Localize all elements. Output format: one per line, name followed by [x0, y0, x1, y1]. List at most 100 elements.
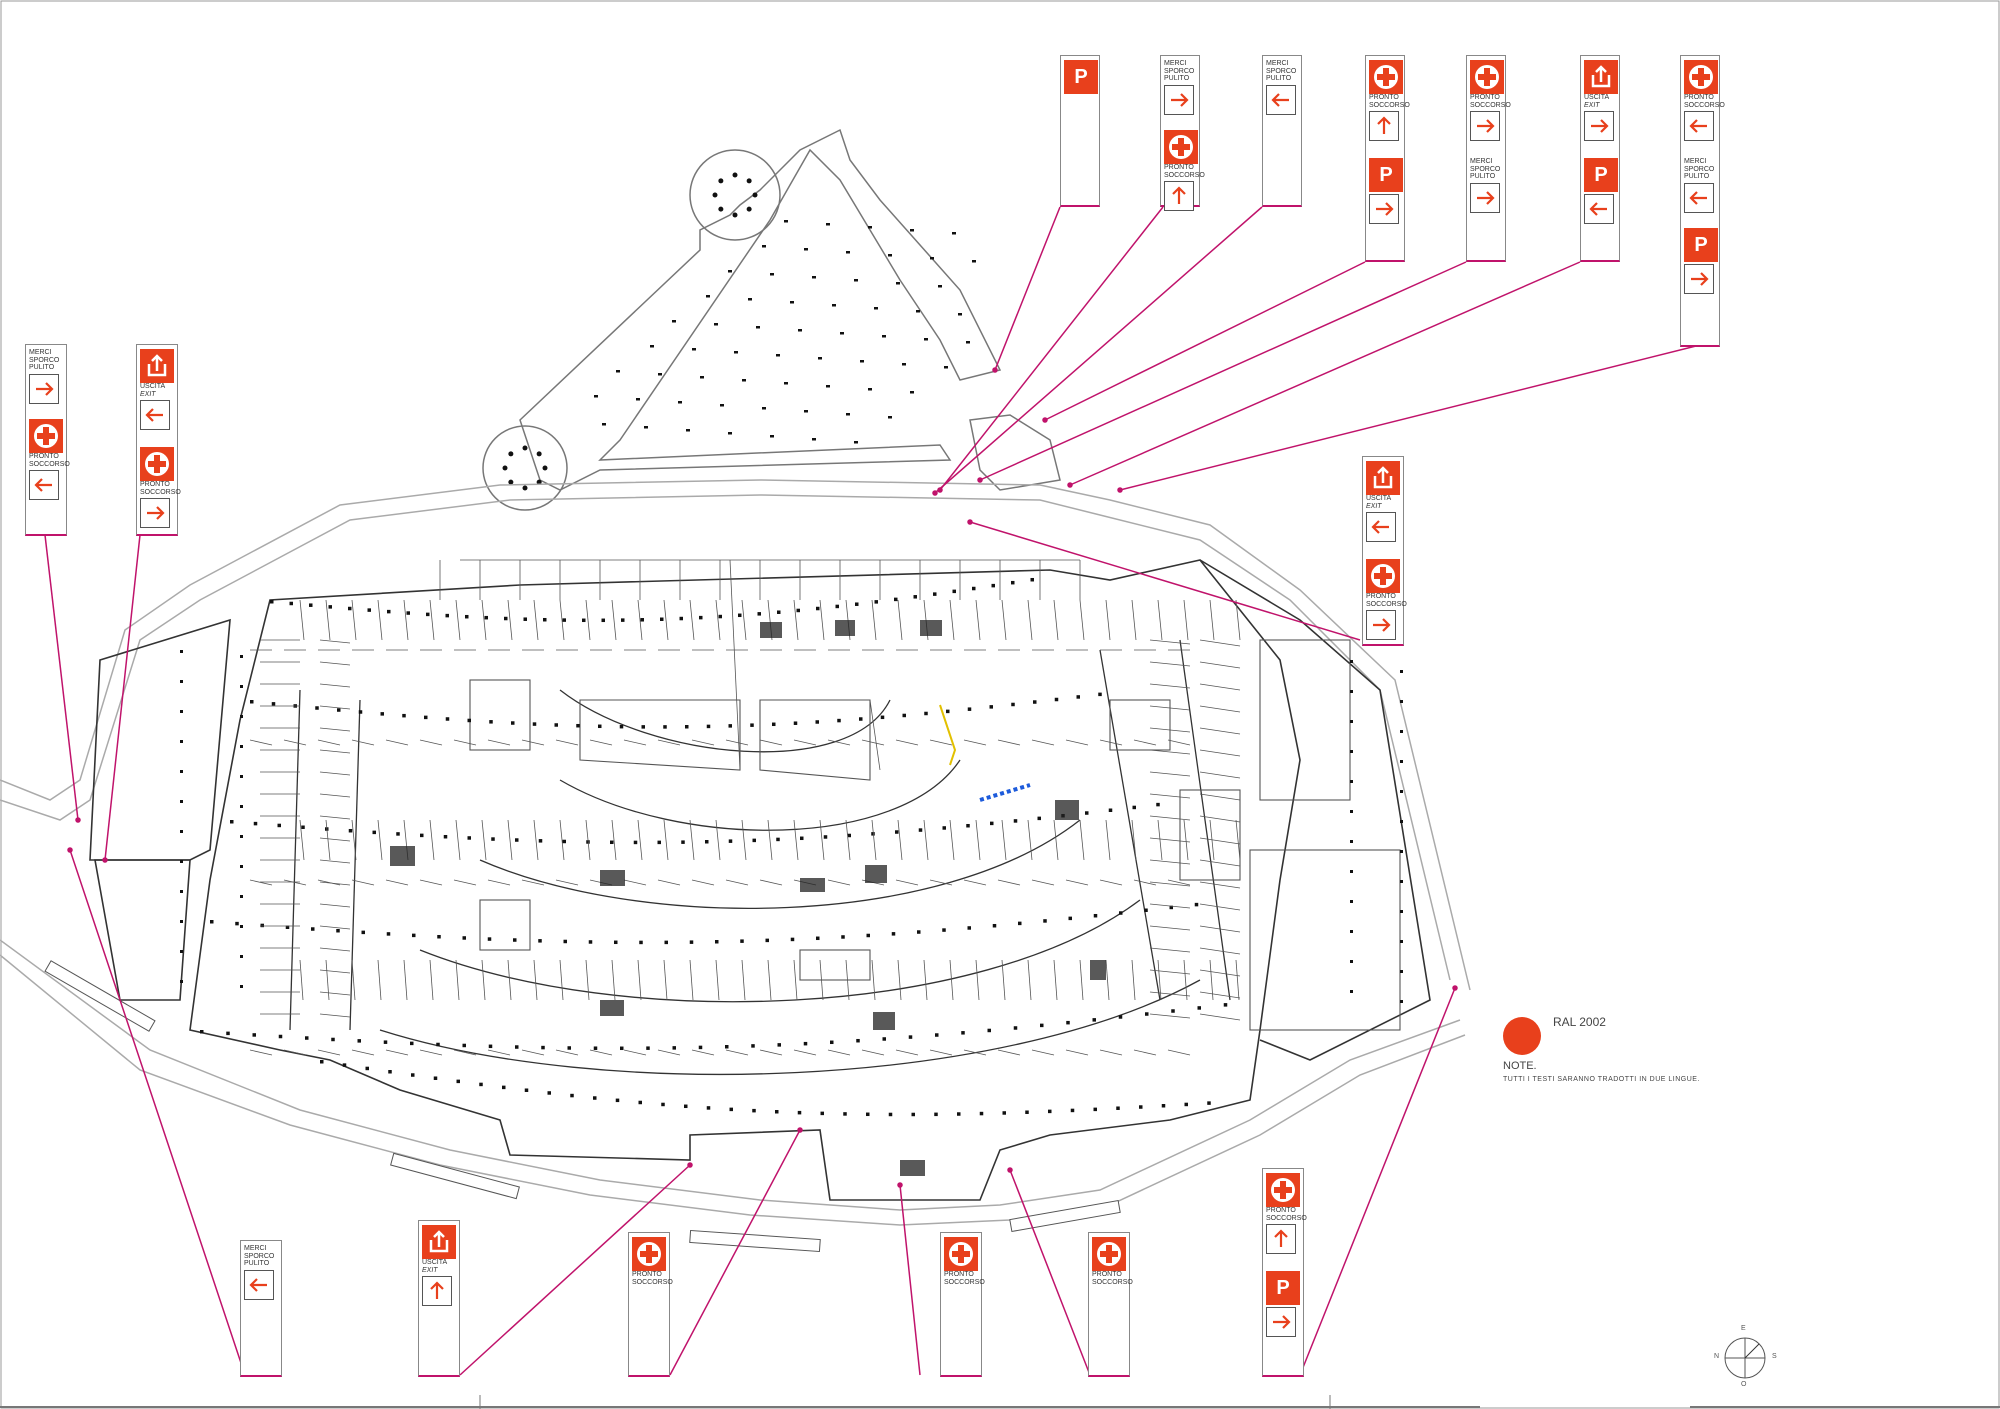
wall: [793, 1049, 817, 1056]
leader-line: [969, 521, 1361, 641]
column: [467, 718, 471, 723]
wall: [1053, 819, 1059, 861]
column: [467, 836, 471, 840]
leader-endpoint: [932, 490, 938, 496]
wall: [1149, 969, 1191, 975]
wall: [1105, 819, 1111, 861]
column: [837, 718, 841, 723]
wall: [1149, 705, 1191, 711]
column: [240, 955, 243, 958]
wall: [1235, 959, 1240, 1001]
parking-space-mark: [804, 410, 808, 413]
column: [1400, 820, 1403, 823]
rotunda-column: [712, 192, 718, 198]
column: [315, 706, 319, 710]
wall: [299, 599, 305, 641]
column: [1184, 1102, 1188, 1107]
wall: [319, 903, 351, 908]
column: [1040, 1023, 1044, 1028]
wall: [1149, 1013, 1191, 1019]
parking-space-mark: [728, 432, 732, 435]
parking-space-mark: [756, 326, 760, 329]
parking-space-mark: [728, 270, 732, 273]
column: [815, 720, 819, 724]
parking-space-mark: [938, 285, 942, 288]
wall: [1167, 739, 1191, 746]
pronto-square: [1266, 1173, 1300, 1207]
wall: [611, 819, 617, 861]
column: [775, 1110, 779, 1114]
wall: [1105, 959, 1110, 1001]
column: [1169, 905, 1173, 910]
column: [342, 1063, 347, 1067]
column: [252, 1033, 256, 1037]
wall: [521, 739, 545, 746]
wall: [1199, 683, 1241, 691]
column: [406, 611, 410, 615]
wall: [895, 1049, 919, 1056]
column: [270, 600, 274, 604]
column: [593, 1046, 598, 1050]
leader-line: [1299, 987, 1456, 1376]
parking-space-mark: [616, 370, 620, 373]
first-aid-icon: [637, 1242, 661, 1266]
column: [1223, 1003, 1228, 1007]
column: [681, 840, 685, 844]
column: [961, 1031, 965, 1035]
wall: [869, 699, 881, 771]
column: [1119, 911, 1123, 915]
wall: [637, 959, 642, 1001]
column: [752, 1108, 756, 1113]
parking-space-mark: [902, 363, 906, 366]
parking-square: P: [1064, 60, 1098, 94]
column: [1197, 1006, 1201, 1010]
wall: [611, 959, 616, 1001]
column: [598, 724, 602, 729]
column: [796, 608, 800, 613]
column: [582, 618, 586, 623]
column: [888, 1112, 893, 1117]
wall: [453, 879, 477, 886]
wall: [1131, 819, 1137, 861]
parking-space-mark: [854, 441, 858, 444]
wall: [419, 879, 443, 886]
parking-icon: P: [1594, 163, 1608, 186]
wall: [827, 879, 851, 886]
wall: [1133, 879, 1157, 886]
column: [240, 835, 243, 838]
column: [1118, 1015, 1123, 1019]
column: [891, 932, 896, 936]
first-aid-icon: [1475, 65, 1499, 89]
parking-space-mark: [916, 310, 920, 313]
parking-space-mark: [770, 273, 774, 276]
wall: [319, 793, 351, 798]
wall: [1199, 771, 1241, 779]
leader-endpoint: [1117, 487, 1123, 493]
parking-space-mark: [770, 435, 774, 438]
leader-line: [459, 1164, 691, 1376]
column: [1400, 850, 1403, 853]
wall: [377, 959, 382, 1001]
column: [895, 830, 899, 834]
wall: [637, 819, 643, 861]
leader-endpoint: [102, 857, 108, 863]
rotunda-column: [542, 465, 548, 471]
column: [240, 865, 243, 868]
parking-space-mark: [706, 295, 710, 298]
column: [1350, 930, 1353, 933]
column: [1037, 816, 1041, 821]
column: [491, 837, 495, 841]
wall: [793, 739, 817, 746]
column: [1025, 1110, 1029, 1114]
wall: [963, 739, 987, 746]
arrow-up-icon: [422, 1276, 452, 1306]
